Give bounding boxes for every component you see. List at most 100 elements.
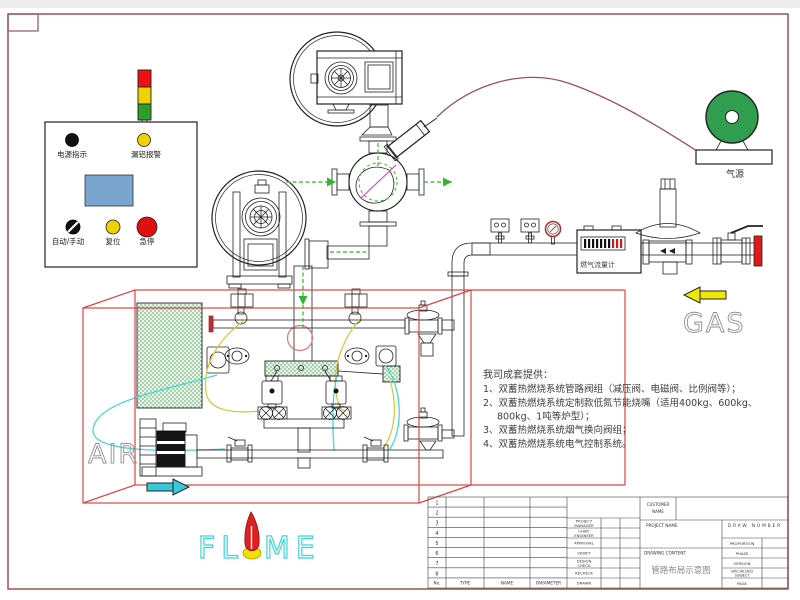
svg-text:CHIEF: CHIEF — [578, 529, 589, 534]
burner-unit — [257, 375, 288, 420]
power-indicator-lamp — [65, 133, 79, 147]
front-blower — [211, 170, 370, 289]
solenoid-valve — [344, 288, 368, 325]
notes-line: 3、双蓄热燃烧系统烟气换向阀组； — [483, 424, 632, 436]
furnace-enclosure-wireframe — [82, 289, 626, 504]
drawing-content-label: DRAWING CONTENT — [644, 551, 686, 556]
gas-hose — [334, 319, 360, 412]
header-end-cap — [208, 315, 214, 333]
phase-label: PHASE — [736, 551, 749, 556]
panel-display-screen — [84, 174, 134, 207]
regenerator-wall — [136, 302, 203, 409]
signal-tower-indicator — [137, 69, 152, 124]
tower-red-light — [137, 69, 152, 88]
svg-text:VERIFY: VERIFY — [577, 551, 591, 556]
actuator-gas-hose — [436, 76, 698, 152]
burner-tee-pipe — [263, 418, 345, 429]
leak-alarm-label: 漏铝报警 — [131, 149, 161, 159]
notes-line: 4、双蓄热燃烧系统电气控制系统。 — [483, 438, 632, 450]
top-blower — [289, 31, 403, 154]
gas-hose — [383, 380, 395, 448]
gas-hose — [204, 319, 260, 413]
furnace-port-circle — [286, 324, 314, 352]
page-label: PAGE — [737, 581, 748, 586]
gas-flow-meter: 燃气流量计 — [576, 225, 642, 274]
version-label: VERSION — [734, 561, 751, 566]
gas-source-label: 气源 — [726, 168, 744, 180]
svg-text:6: 6 — [435, 551, 438, 557]
manifold-valve — [226, 436, 253, 463]
frame-corner-box — [7, 13, 39, 32]
air-pump-unit — [139, 418, 203, 477]
four-way-reversing-valve — [331, 117, 438, 247]
svg-text:DESIGN: DESIGN — [577, 559, 592, 564]
svg-text:APPROVAL: APPROVAL — [574, 541, 595, 546]
burner-block — [264, 360, 339, 377]
gas-source: 气源 — [695, 90, 773, 180]
logo-text-fl: FL — [198, 531, 244, 566]
svg-text:DRAWN: DRAWN — [577, 581, 592, 586]
valve-actuator — [383, 119, 431, 162]
parts-table-header: No. TYPE NAME PARAMETER — [434, 581, 562, 586]
svg-text:No.: No. — [434, 581, 441, 586]
svg-text:3: 3 — [435, 521, 438, 527]
notes-line: 1、双蓄热燃烧系统管路阀组（减压阀、电磁阀、比例阀等）； — [483, 383, 741, 395]
gas-pressure-regulator — [635, 178, 701, 275]
reset-label: 复位 — [106, 236, 121, 246]
pipe-end-flange — [753, 235, 763, 267]
svg-text:8: 8 — [435, 571, 438, 577]
pilot-regulator — [403, 407, 443, 451]
furnace-box-internals — [92, 265, 455, 477]
front-blower-motor — [241, 197, 281, 237]
signature-labels: PROJECT MANAGER CHIEF ENGINEER APPROVAL … — [574, 519, 595, 586]
burner-mount-flange — [206, 346, 250, 374]
air-label: AIR — [88, 439, 139, 470]
gas-pipeline: 燃气流量计 — [447, 178, 763, 437]
estop-label: 急停 — [140, 236, 155, 246]
control-panel: 电源指示 漏铝报警 自动/手动 复位 急停 — [44, 69, 198, 268]
svg-text:SUBJECT: SUBJECT — [735, 574, 750, 578]
pipe-elbow — [451, 242, 491, 277]
svg-text:TYPE: TYPE — [459, 581, 471, 586]
regulator-diaphragm — [635, 223, 701, 239]
proportion-label: PROPORTION — [730, 541, 755, 546]
gas-ball-valve — [712, 225, 763, 265]
bottom-manifold-pipe — [196, 449, 444, 459]
svg-text:MANAGER: MANAGER — [574, 523, 594, 528]
supply-notes: 我司成套提供： 1、双蓄热燃烧系统管路阀组（减压阀、电磁阀、比例阀等）； 2、双… — [483, 368, 757, 450]
flow-meter-label: 燃气流量计 — [580, 260, 615, 269]
title-block-right: CUSTOMER NAME PROJECT NAME DRAW NUMBER P… — [644, 502, 782, 586]
valve-plug — [355, 166, 395, 204]
pilot-block — [382, 365, 401, 383]
svg-text:PARAMETER: PARAMETER — [536, 581, 561, 586]
valve-position-line — [360, 164, 397, 199]
gas-label: GAS — [683, 308, 746, 339]
svg-text:2: 2 — [435, 511, 438, 517]
air-hose — [384, 364, 400, 450]
burner-unit — [321, 375, 352, 420]
flame-logo: FL ME — [197, 511, 315, 567]
emergency-stop-button — [136, 216, 158, 238]
svg-text:4: 4 — [435, 531, 438, 537]
leak-alarm-lamp — [137, 133, 151, 147]
gas-flow-label: GAS — [682, 286, 746, 339]
svg-text:7: 7 — [435, 561, 438, 567]
blower-outlet-pipe — [326, 245, 370, 260]
parts-row-numbers: 1 2 3 4 5 6 7 8 — [435, 501, 438, 578]
customer-name-label: CUSTOMER — [647, 502, 670, 507]
tower-green-light — [137, 103, 152, 121]
project-name-label: PROJECT NAME — [646, 523, 678, 528]
draw-number-label: DRAW NUMBER — [728, 523, 782, 528]
pressure-transmitter — [490, 218, 510, 244]
drawing-frame — [7, 13, 789, 590]
svg-text:CHECK: CHECK — [577, 563, 591, 568]
svg-text:1: 1 — [435, 501, 438, 507]
svg-text:PROJECT: PROJECT — [576, 519, 593, 524]
gas-direction-arrow — [682, 286, 701, 304]
pressure-transmitter — [520, 218, 540, 244]
svg-text:5: 5 — [435, 541, 438, 547]
power-indicator-label: 电源指示 — [57, 149, 87, 159]
pilot-regulator — [404, 300, 443, 357]
